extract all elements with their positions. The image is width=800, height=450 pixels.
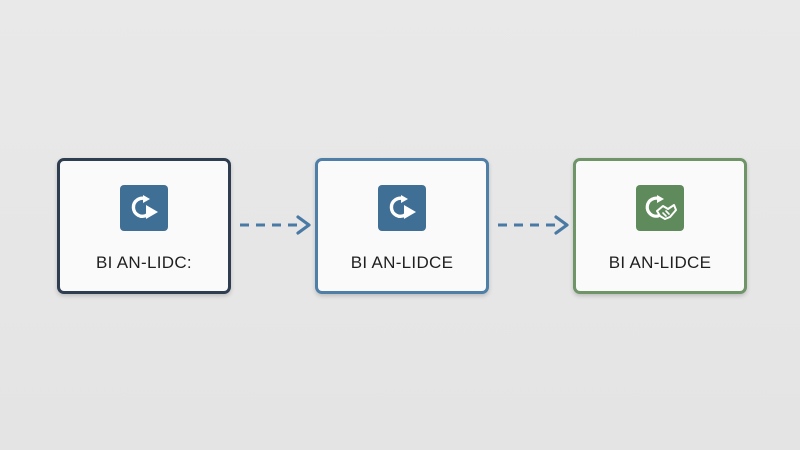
refresh-play-icon [378, 185, 426, 231]
dashed-arrow-1 [240, 215, 311, 235]
node-label: BI AN-LIDC: [96, 253, 192, 272]
dashed-arrow-2 [498, 215, 569, 235]
node-label: BI AN-LIDCE [350, 253, 454, 272]
process-node-3[interactable]: BI AN-LIDCE [573, 158, 747, 294]
node-label: BI AN-LIDCE [608, 253, 712, 272]
refresh-handshake-icon [636, 185, 684, 231]
refresh-play-icon [120, 185, 168, 231]
process-node-1[interactable]: BI AN-LIDC: [57, 158, 231, 294]
process-node-2[interactable]: BI AN-LIDCE [315, 158, 489, 294]
